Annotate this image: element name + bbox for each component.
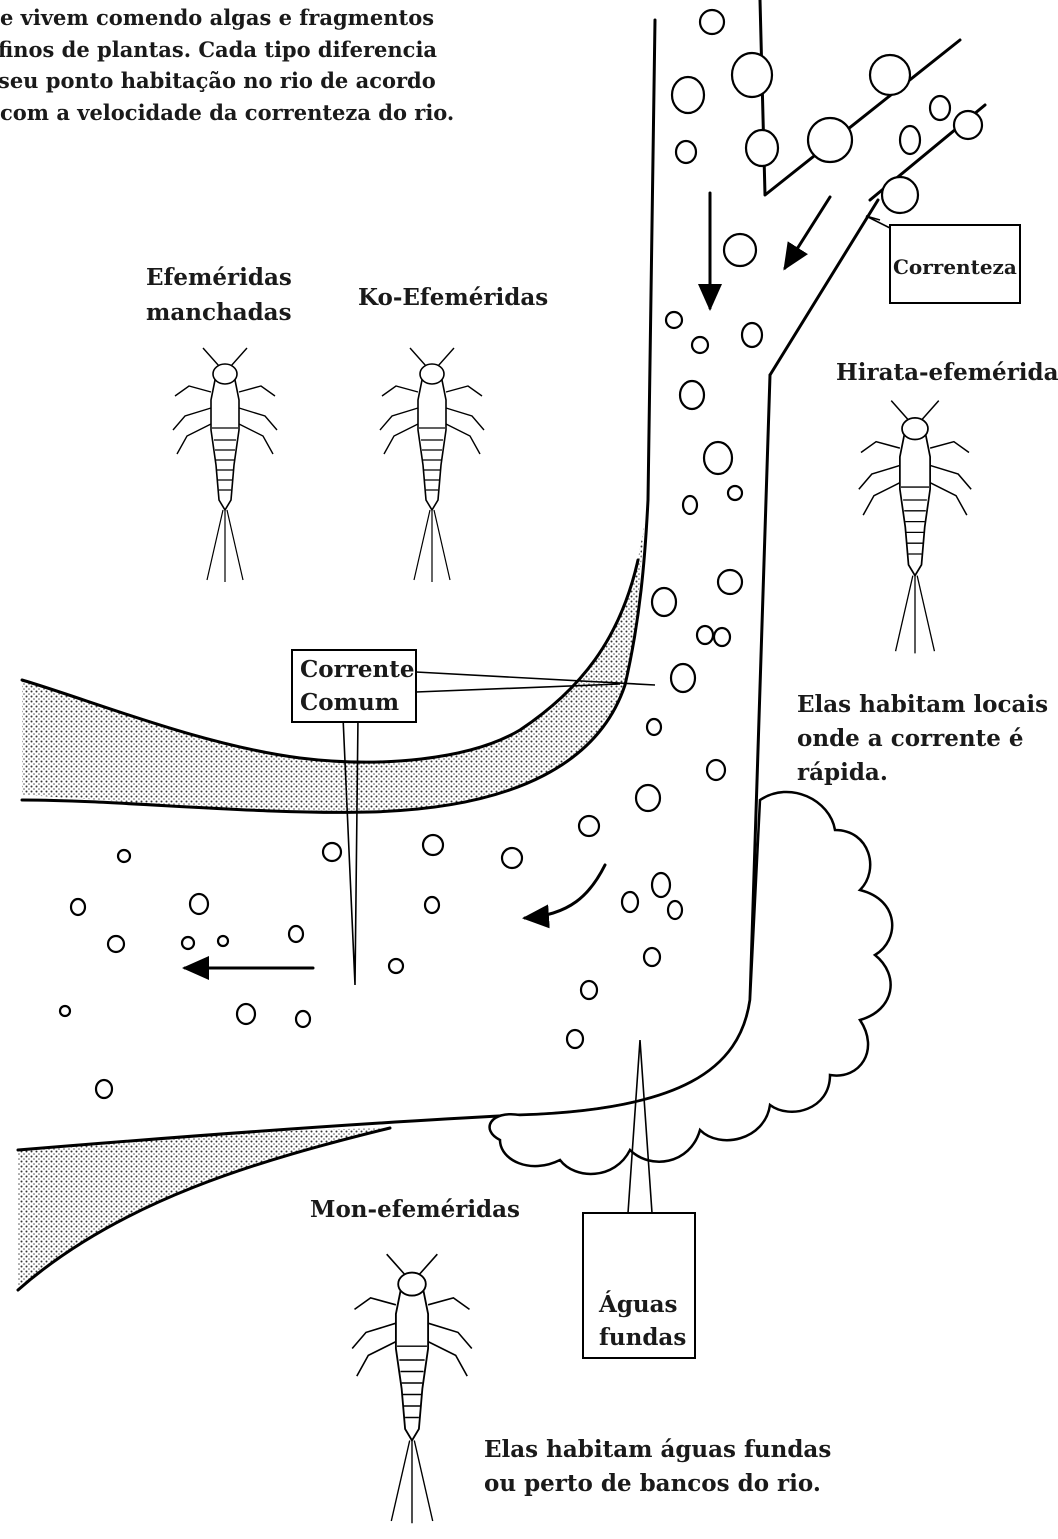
- label-ko-efemeridas: Ko-Efeméridas: [358, 284, 548, 311]
- tributary-left: [760, 0, 960, 195]
- intro-line-1: e vivem comendo algas e fragmentos: [0, 5, 434, 30]
- label-corrente: Corrente: [300, 656, 415, 683]
- label-comum: Comum: [300, 689, 399, 716]
- label-fundas: fundas: [599, 1324, 686, 1351]
- label-mon-efemeridas: Mon-efeméridas: [310, 1196, 520, 1223]
- note-fast-line-3: rápida.: [797, 759, 888, 786]
- label-manchadas: manchadas: [146, 299, 292, 326]
- note-deep-line-1: Elas habitam águas fundas: [484, 1436, 831, 1463]
- intro-line-4: com a velocidade da correnteza do rio.: [0, 100, 454, 125]
- intro-line-3: seu ponto habitação no rio de acordo: [0, 68, 436, 93]
- deep-pool-scallops: [490, 792, 893, 1174]
- note-fast-current: Elas habitam locais onde a corrente é rá…: [797, 691, 1048, 786]
- intro-line-2: finos de plantas. Cada tipo diferencia: [0, 37, 437, 62]
- note-deep-line-2: ou perto de bancos do rio.: [484, 1470, 821, 1497]
- label-aguas: Águas: [598, 1291, 678, 1318]
- note-deep-water: Elas habitam águas fundas ou perto de ba…: [484, 1436, 831, 1497]
- nymph-ko-efemeridas: [380, 348, 484, 582]
- intro-paragraph: e vivem comendo algas e fragmentos finos…: [0, 5, 454, 125]
- nymph-mon-efemeridas: [352, 1254, 472, 1523]
- note-fast-line-2: onde a corrente é: [797, 725, 1024, 752]
- label-correnteza: Correnteza: [893, 255, 1017, 279]
- label-hirata-efemeridas: Hirata-efeméridas: [836, 359, 1058, 386]
- note-fast-line-1: Elas habitam locais: [797, 691, 1048, 718]
- nymph-efemeridas-manchadas: [173, 348, 277, 582]
- river-right-bank-upper: [770, 200, 878, 375]
- nymph-hirata-efemeridas: [859, 401, 971, 654]
- label-efemeridas: Efeméridas: [146, 264, 292, 291]
